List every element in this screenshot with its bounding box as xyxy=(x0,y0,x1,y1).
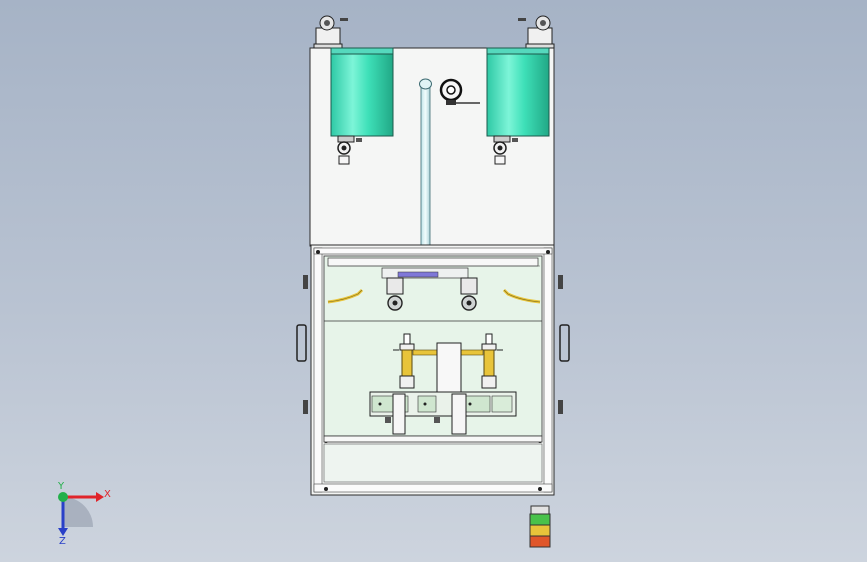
signal-light-red xyxy=(529,535,551,548)
y-axis-origin xyxy=(58,492,68,502)
center-block xyxy=(412,342,484,394)
left-hose xyxy=(327,288,364,304)
z-axis-arrowhead xyxy=(58,528,68,536)
glass-panel xyxy=(323,255,543,483)
pressure-gauge-icon xyxy=(439,78,480,105)
left-valve-icon xyxy=(337,135,362,165)
linear-slide xyxy=(369,391,517,435)
left-cylinder-icon xyxy=(393,333,415,389)
right-handle-icon[interactable] xyxy=(558,275,570,414)
signal-light-yellow xyxy=(529,524,551,537)
left-caster-icon xyxy=(313,15,348,49)
left-handle-icon[interactable] xyxy=(296,275,308,414)
right-tank xyxy=(486,47,550,137)
x-axis-label: X xyxy=(104,489,111,500)
left-tank xyxy=(330,47,394,137)
z-axis-label: Z xyxy=(59,536,66,547)
signal-tower xyxy=(529,505,551,548)
vertical-pipe xyxy=(419,78,432,267)
signal-light-green xyxy=(529,513,551,526)
right-valve-icon xyxy=(493,135,518,165)
right-caster-icon xyxy=(518,15,555,49)
right-cylinder-icon xyxy=(481,333,503,389)
left-gripper-icon xyxy=(386,277,404,311)
right-gripper-icon xyxy=(460,277,478,311)
y-axis-label: Y xyxy=(57,481,65,492)
right-hose xyxy=(502,288,541,304)
coordinate-triad: X Y Z xyxy=(57,481,111,547)
manifold-bar xyxy=(327,257,540,279)
x-axis-arrowhead xyxy=(96,492,104,502)
